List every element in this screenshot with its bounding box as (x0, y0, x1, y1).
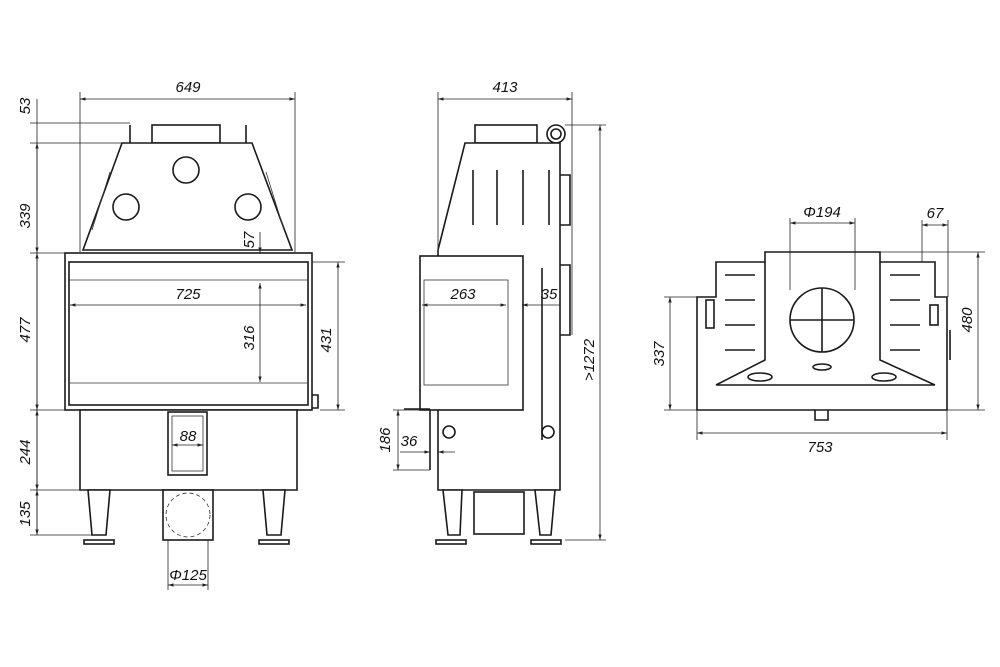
dim-339: 339 (17, 203, 34, 229)
dim-1272: >1272 (581, 338, 598, 381)
dim-phi194: Φ194 (803, 204, 841, 221)
dim-477: 477 (17, 317, 34, 343)
dim-244: 244 (17, 439, 34, 465)
dim-36: 36 (401, 433, 418, 450)
dim-67: 67 (927, 205, 944, 222)
air-inlet (162, 489, 214, 541)
dim-431: 431 (318, 327, 335, 352)
air-duct (167, 411, 208, 476)
dim-88: 88 (180, 428, 197, 445)
outlet-top (172, 156, 200, 184)
dim-649: 649 (175, 79, 201, 96)
leg-right (262, 489, 286, 536)
dim-263: 263 (449, 286, 476, 303)
dim-480: 480 (959, 307, 976, 333)
dim-135: 135 (17, 501, 34, 527)
dim-53: 53 (17, 97, 34, 114)
dim-phi125: Φ125 (169, 567, 207, 584)
firebox-door (64, 252, 313, 411)
lower-body (79, 409, 298, 491)
dim-316: 316 (241, 325, 258, 351)
flue-collar-side (474, 124, 538, 144)
hood (81, 142, 294, 251)
glass-frame (68, 261, 309, 406)
side-firebox (419, 255, 524, 411)
top-view: Φ194 67 480 337 753 (651, 204, 985, 456)
dim-35: 35 (541, 286, 558, 303)
side-view: 413 263 35 >1272 186 36 (377, 79, 606, 545)
leg-left (87, 489, 111, 536)
dim-57: 57 (241, 231, 258, 248)
dim-753: 753 (807, 439, 833, 456)
outlet-right (234, 193, 262, 221)
dim-413: 413 (492, 79, 518, 96)
dim-725: 725 (175, 286, 201, 303)
front-view: 649 53 339 477 244 135 57 725 316 431 88… (17, 79, 345, 590)
outlet-left (112, 193, 140, 221)
dim-186: 186 (377, 427, 394, 453)
dim-337: 337 (651, 341, 668, 367)
flue-collar (151, 124, 221, 144)
